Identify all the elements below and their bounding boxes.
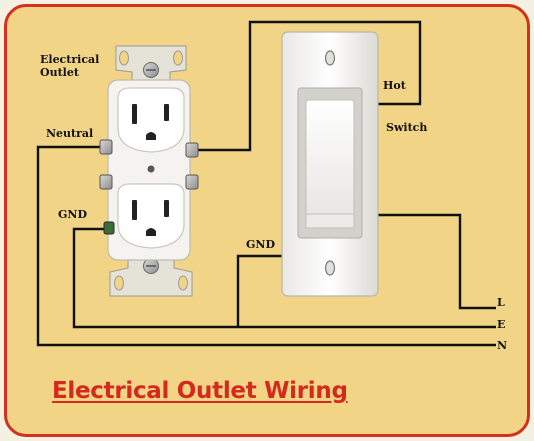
wires — [36, 20, 496, 347]
diagram-frame — [4, 4, 530, 437]
electrical-outlet — [99, 45, 199, 297]
lower-receptacle — [117, 183, 185, 249]
neutral-wire — [36, 145, 496, 347]
strap-slot-icon — [173, 50, 183, 66]
outlet-to-switch-wire — [186, 20, 422, 152]
upper-receptacle — [117, 87, 185, 153]
outlet-gnd-label: GND — [58, 208, 87, 221]
switch-ground-wire — [236, 254, 286, 327]
switch-gnd-label: GND — [246, 238, 275, 251]
strap-slot-icon — [119, 50, 129, 66]
light-switch — [281, 31, 379, 297]
diagram-title: Electrical Outlet Wiring — [52, 378, 348, 404]
line-wire — [372, 213, 496, 310]
switch-plate-screw-icon — [324, 260, 336, 276]
neutral-terminal-label: N — [497, 339, 508, 352]
neutral-label: Neutral — [46, 127, 94, 140]
line-terminal-label: L — [497, 296, 505, 309]
outlet-slot-icon — [132, 104, 137, 124]
earth-terminal-label: E — [497, 318, 506, 331]
outlet-ground-wire — [72, 227, 496, 329]
outlet-label: Electrical Outlet — [40, 53, 100, 79]
outlet-slot-icon — [164, 104, 169, 121]
switch-plate-screw-icon — [324, 50, 336, 66]
outlet-terminals — [99, 139, 199, 235]
strap-slot-icon — [114, 275, 124, 291]
ground-hole-icon — [146, 228, 156, 236]
center-screw-icon — [147, 165, 155, 173]
switch-rocker — [305, 99, 355, 221]
strap-slot-icon — [178, 275, 188, 291]
ground-hole-icon — [146, 132, 156, 140]
hot-label: Hot — [383, 79, 406, 92]
switch-label: Switch — [386, 121, 428, 134]
outlet-slot-icon — [132, 200, 137, 220]
outlet-slot-icon — [164, 200, 169, 217]
